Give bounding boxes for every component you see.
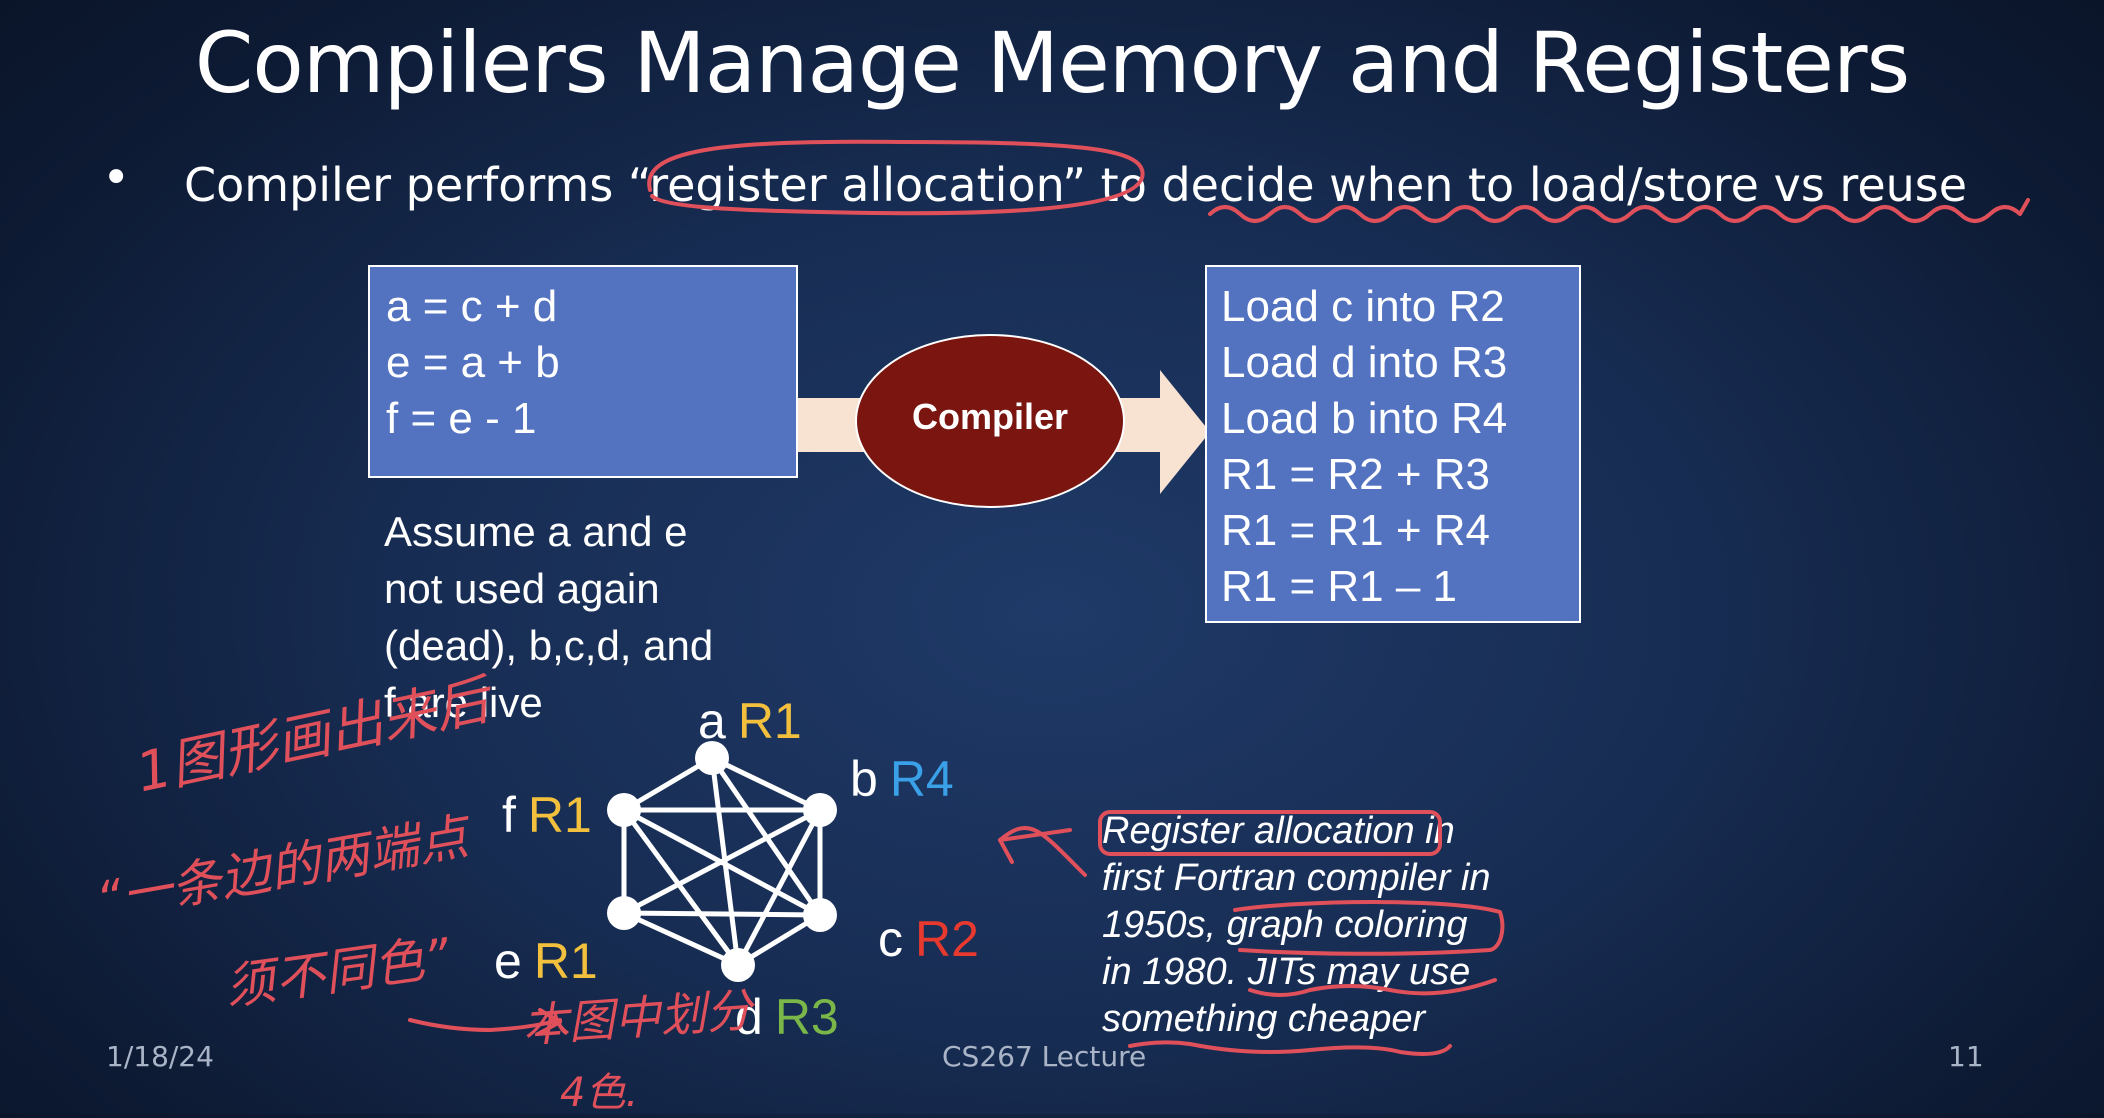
source-line: f = e - 1 [386, 394, 537, 443]
assumption-line: (dead), b,c,d, and [384, 622, 714, 669]
graph-node-e [607, 896, 641, 930]
footer-date: 1/18/24 [106, 1040, 214, 1073]
note-line: 1950s, graph coloring [1102, 904, 1468, 946]
assumption-line: Assume a and e [384, 508, 688, 555]
note-line: Register allocation in [1102, 810, 1455, 852]
handwriting-line-5: 4色. [560, 1070, 639, 1116]
slide-title: Compilers Manage Memory and Registers [194, 14, 1911, 112]
output-line: R1 = R1 + R4 [1221, 506, 1491, 555]
bullet-dot: • [102, 150, 131, 206]
compiler-label: Compiler [911, 396, 1069, 437]
note-line: something cheaper [1102, 998, 1426, 1040]
assumption-line: not used again [384, 565, 660, 612]
source-line: e = a + b [386, 338, 560, 387]
assumption-text: Assume a and e not used again (dead), b,… [384, 503, 713, 731]
source-line: a = c + d [386, 282, 558, 331]
source-code-box: a = c + d e = a + b f = e - 1 [368, 265, 798, 478]
footer-page-number: 11 [1948, 1040, 1984, 1073]
graph-node-b [803, 793, 837, 827]
footer-course: CS267 Lecture [942, 1040, 1147, 1073]
output-line: R1 = R2 + R3 [1221, 450, 1491, 499]
graph-node-d [721, 948, 755, 982]
graph-node-c [803, 898, 837, 932]
graph-node-f [607, 793, 641, 827]
assumption-line: f are live [384, 679, 543, 726]
output-line: Load b into R4 [1221, 394, 1508, 443]
output-line: Load d into R3 [1221, 338, 1508, 387]
graph-node-a [695, 741, 729, 775]
output-line: Load c into R2 [1221, 282, 1505, 331]
history-note: Register allocation in first Fortran com… [1102, 808, 1491, 1043]
note-line: first Fortran compiler in [1102, 857, 1491, 899]
output-line: R1 = R1 – 1 [1221, 562, 1458, 611]
note-line: in 1980. JITs may use [1102, 951, 1471, 993]
output-code-box: Load c into R2 Load d into R3 Load b int… [1205, 265, 1581, 623]
